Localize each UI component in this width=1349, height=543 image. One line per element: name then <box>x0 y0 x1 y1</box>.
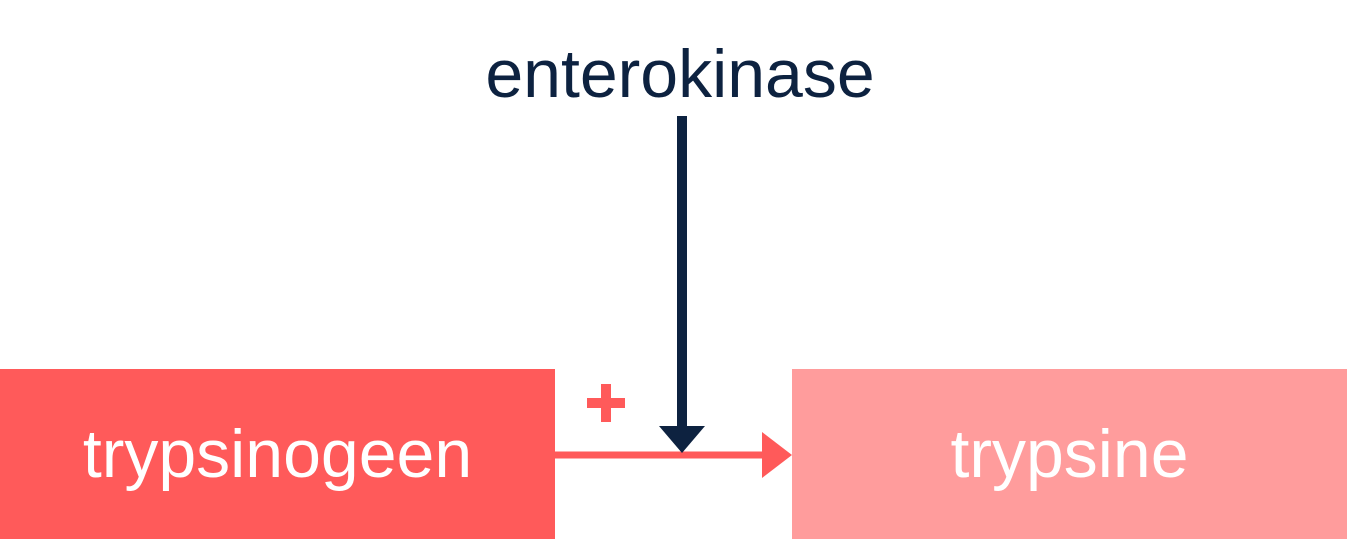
plus-sign-icon <box>587 384 625 422</box>
product-label: trypsine <box>950 416 1189 492</box>
reaction-arrow-head <box>762 432 792 478</box>
enzyme-arrow-head <box>659 426 705 453</box>
enzyme-label: enterokinase <box>485 36 875 112</box>
substrate-box: trypsinogeen <box>0 369 555 539</box>
substrate-label: trypsinogeen <box>82 416 473 492</box>
product-box: trypsine <box>792 369 1347 539</box>
